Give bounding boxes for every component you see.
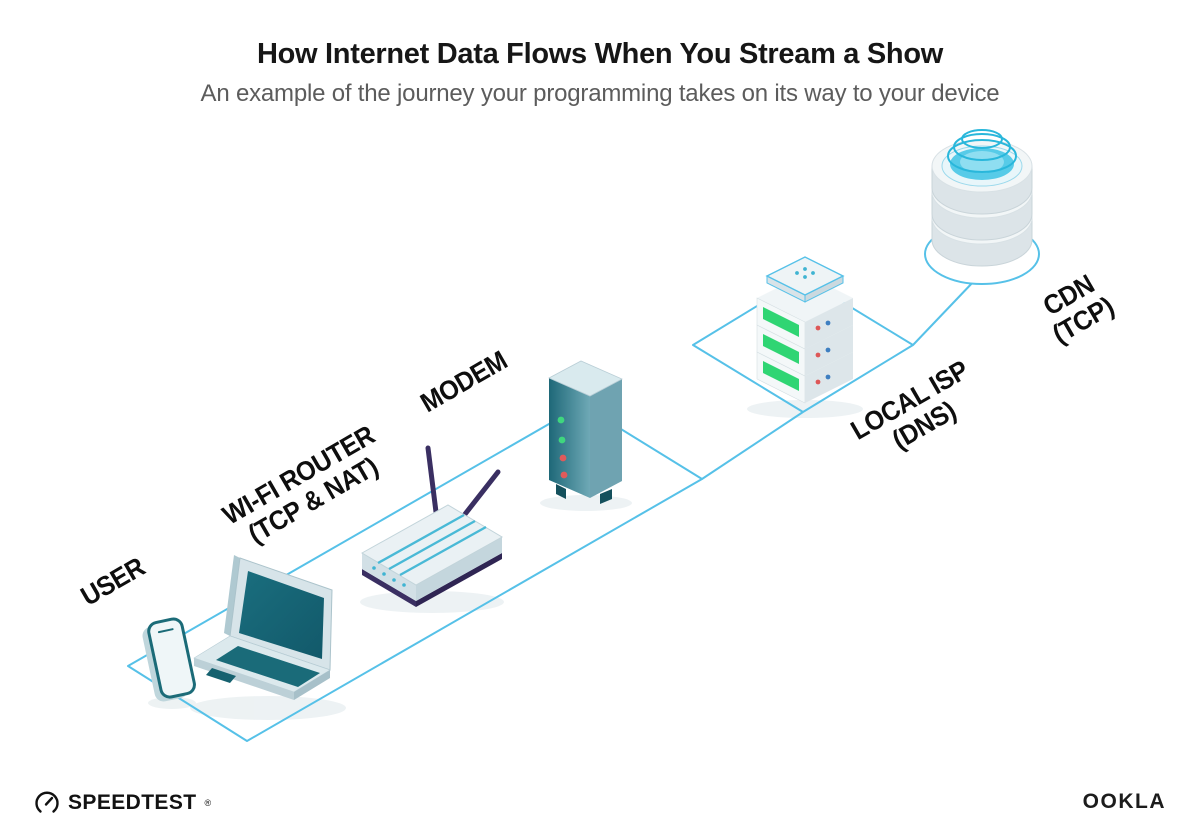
speedometer-icon <box>35 791 59 813</box>
registered-mark: ® <box>204 798 212 808</box>
speedtest-wordmark: SPEEDTEST <box>68 791 197 814</box>
laptop-illustration <box>193 555 333 700</box>
page-title: How Internet Data Flows When You Stream … <box>256 38 944 70</box>
device-shadows <box>148 400 863 720</box>
smartphone-illustration <box>142 617 196 702</box>
modem-illustration <box>548 360 623 504</box>
isp-server-illustration <box>756 256 853 404</box>
page-subtitle: An example of the journey your programmi… <box>200 80 1000 107</box>
ookla-wordmark: OOKLA <box>1082 790 1166 813</box>
cdn-database-illustration <box>931 129 1033 267</box>
speedtest-logo: SPEEDTEST ® <box>34 790 211 816</box>
header: How Internet Data Flows When You Stream … <box>0 38 1200 108</box>
wifi-router-illustration <box>360 445 504 607</box>
